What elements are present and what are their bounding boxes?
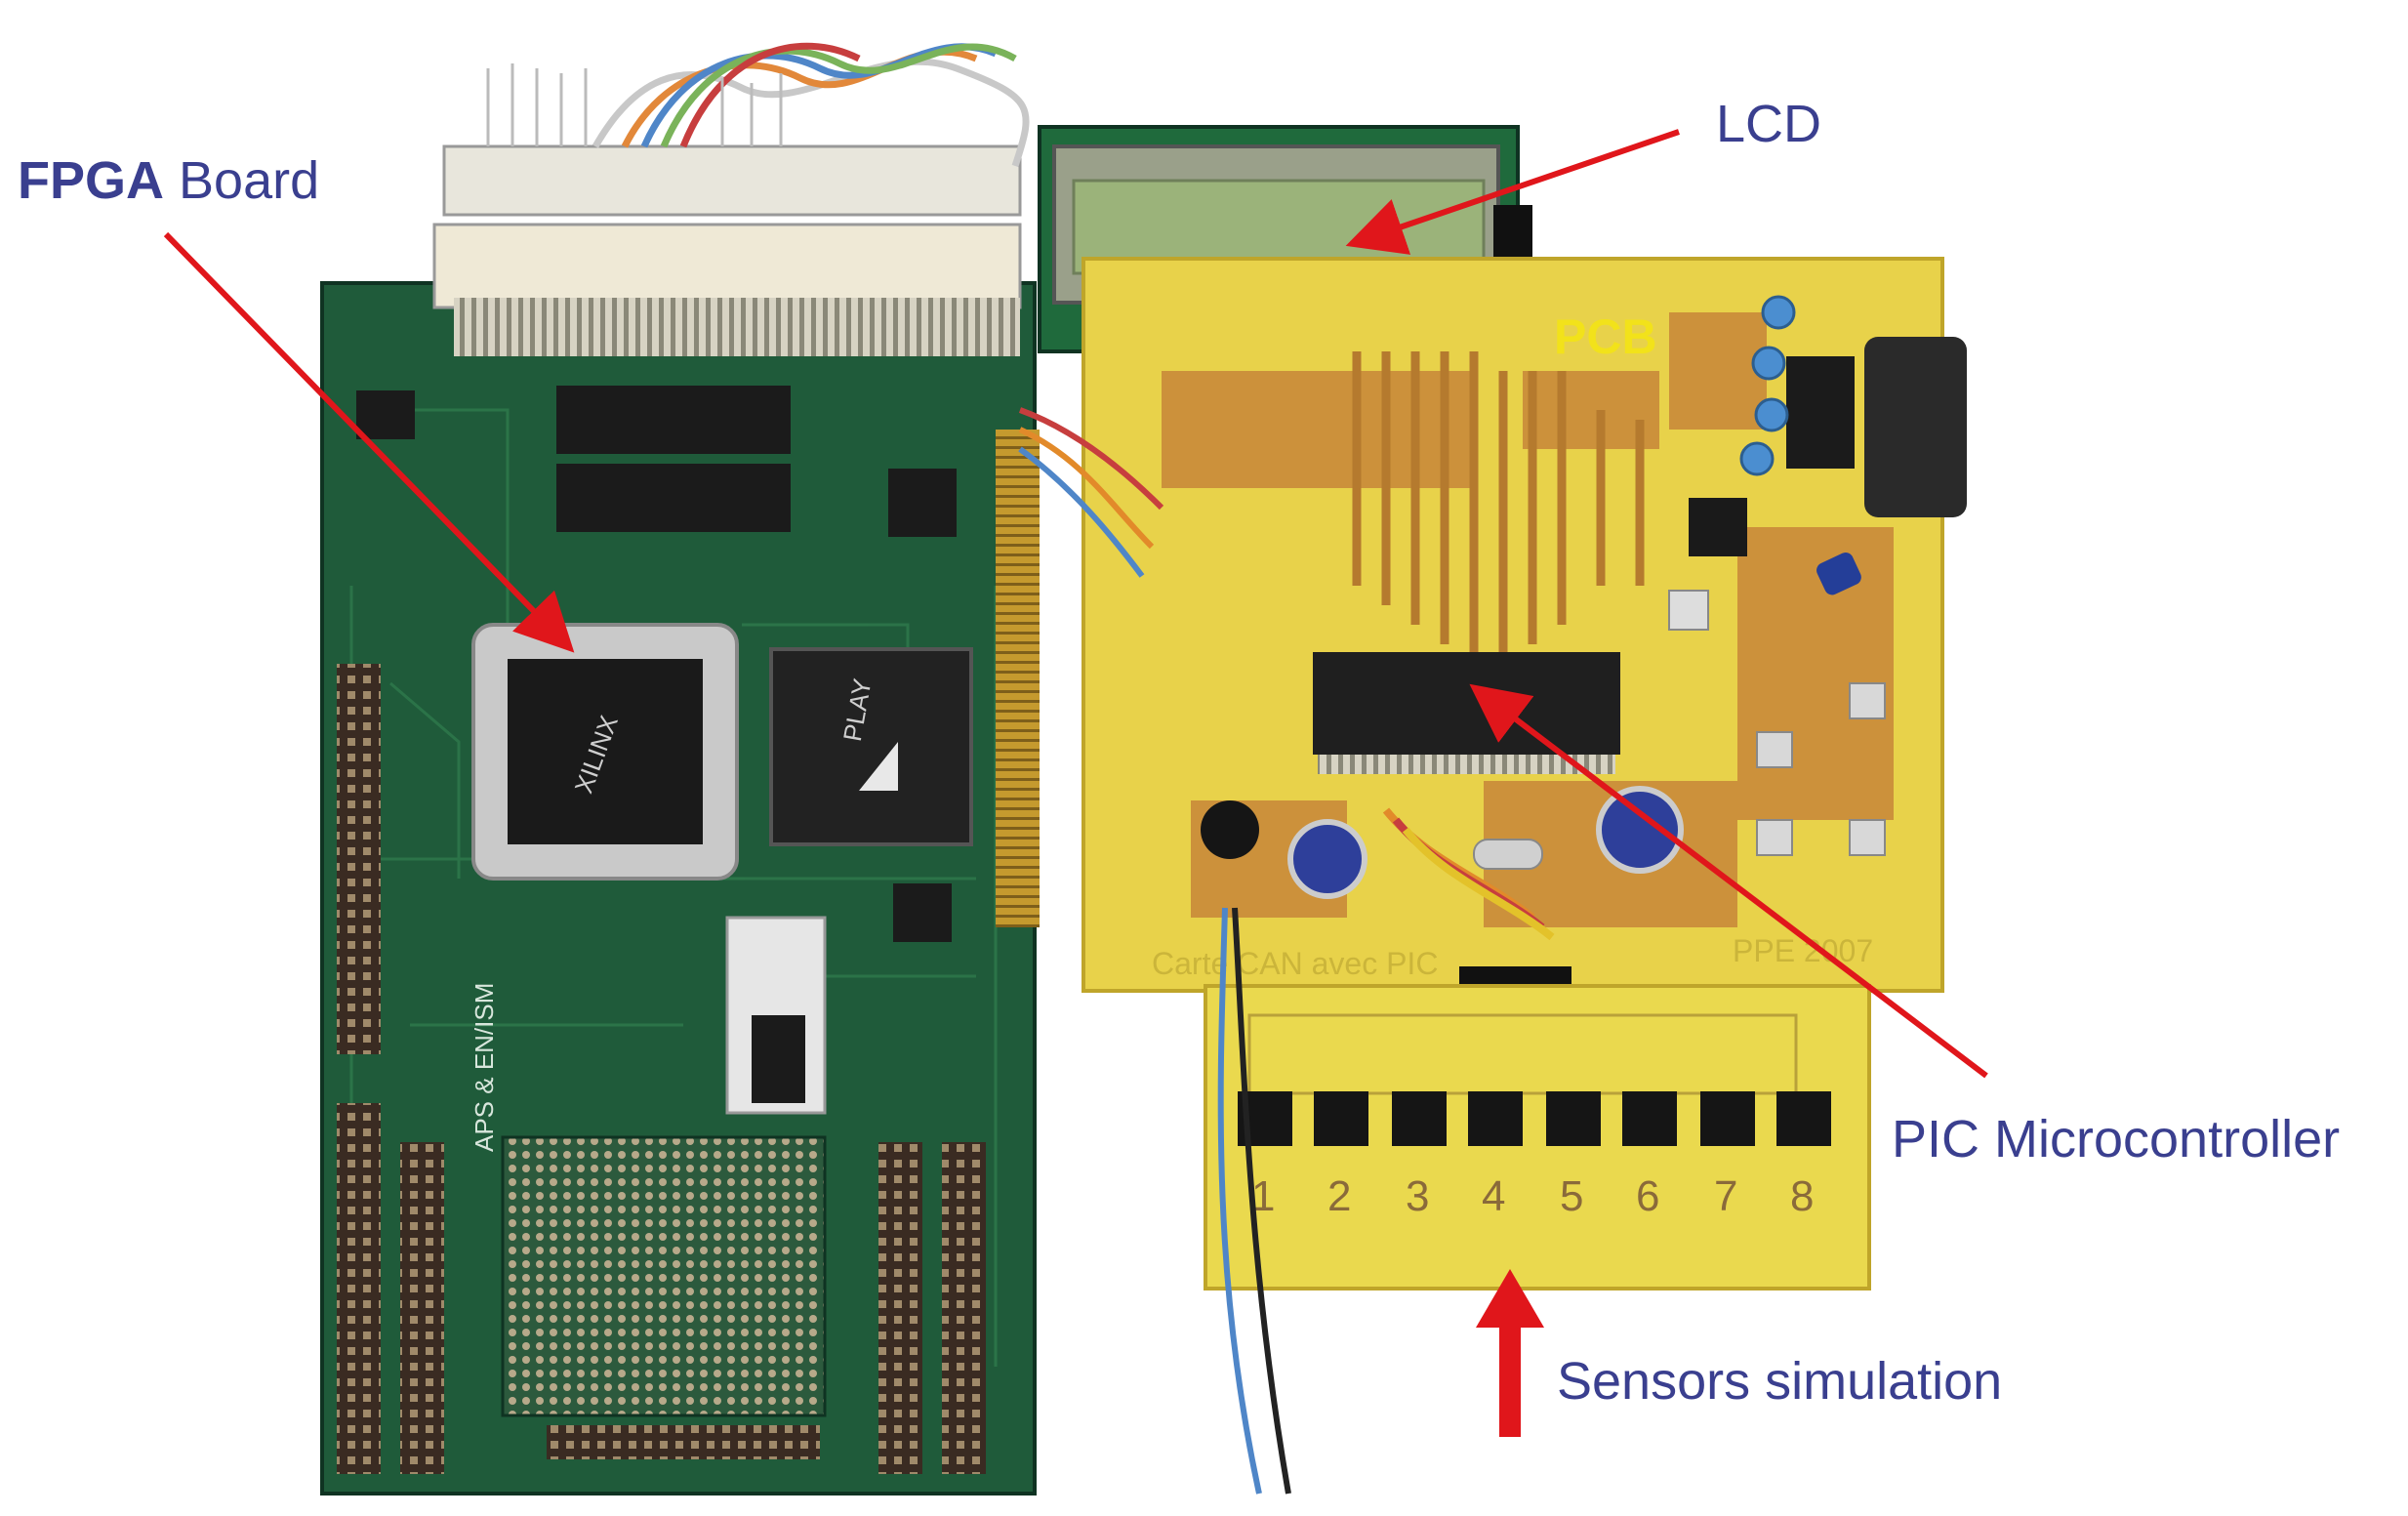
play-chip-package: [769, 647, 973, 846]
fpga-top-connector-1: [442, 144, 1022, 217]
sensor-simulation-board: 1 2 3 4 5 6 7 8: [1204, 907, 1871, 1495]
play-triangle-logo: [859, 742, 898, 791]
small-ic-2: [356, 390, 415, 439]
max232-chip: [1786, 356, 1855, 469]
memory-chip-1: [556, 386, 791, 454]
switch-number-5: 5: [1560, 1172, 1583, 1220]
left-header-3: [400, 1142, 444, 1474]
crystal: [1473, 839, 1543, 870]
play-chip: PLAY: [769, 647, 973, 846]
pic-package: [1313, 652, 1620, 755]
sensor-switch-4: [1468, 1091, 1523, 1146]
black-wire: [1232, 907, 1291, 1495]
fpga-board-label: FPGA Board: [18, 154, 319, 207]
memory-chip-2: [556, 464, 791, 532]
pic-pins-bottom: [1318, 755, 1615, 774]
serial-connector: [1864, 337, 1967, 517]
sensor-switch-7: [1700, 1091, 1755, 1146]
switch-number-4: 4: [1482, 1172, 1505, 1220]
fpga-chip: XILINX: [471, 623, 739, 881]
pcb-ribbon: [1382, 807, 1555, 941]
pcb-pushbuttons: [1756, 682, 1886, 856]
prototyping-area: [501, 1135, 827, 1417]
annotation-arrows: [163, 129, 1988, 1079]
lcd-label: LCD: [1716, 95, 1822, 153]
right-header-2: [942, 1142, 986, 1474]
xilinx-package: [508, 659, 703, 844]
fpga-board: XILINX PLAY APS & EN/ISM: [320, 42, 1040, 1496]
sensors-simulation-label: Sensors simulation: [1557, 1352, 2003, 1411]
pcb-footer-silkscreen: Carte CAN avec PIC: [1152, 946, 1438, 981]
left-header-1: [337, 664, 381, 1054]
sensor-switch-8: [1776, 1091, 1831, 1146]
pic-microcontroller-label: PIC Microcontroller: [1892, 1110, 2341, 1168]
switch-number-3: 3: [1406, 1172, 1429, 1220]
sensor-switch-5: [1546, 1091, 1601, 1146]
pic-microcontroller: [1313, 652, 1620, 774]
right-header-1: [878, 1142, 922, 1474]
fpga-arrow: [163, 231, 575, 653]
switch-number-6: 6: [1636, 1172, 1659, 1220]
ribbon-cable: [592, 42, 1030, 168]
small-ic-1: [888, 469, 957, 537]
sensor-switch-3: [1392, 1091, 1447, 1146]
buzzer: [1201, 800, 1259, 859]
switch-number-7: 7: [1714, 1172, 1737, 1220]
lcd-arrow: [1345, 129, 1680, 255]
electrolytic-cap-1: [1287, 819, 1367, 899]
switch-number-2: 2: [1327, 1172, 1351, 1220]
small-ic-3: [893, 883, 952, 942]
electrolytic-cap-2: [1596, 786, 1684, 874]
fpga-connector-pins: [454, 298, 1020, 356]
eprom-chip: [752, 1015, 805, 1103]
sensors-arrow-head: [1476, 1269, 1544, 1328]
switch-numbers: 1 2 3 4 5 6 7 8: [1251, 1172, 1814, 1220]
voltage-regulator: [1689, 498, 1747, 556]
switch-number-8: 8: [1790, 1172, 1814, 1220]
left-header-2: [337, 1103, 381, 1474]
dip-switches: [1238, 1091, 1831, 1146]
blue-electrolytic-small: [1816, 553, 1861, 595]
fpga-label-rest: Board: [179, 151, 320, 210]
small-button: [1668, 590, 1709, 631]
lcd-side-block: [1493, 205, 1532, 264]
pic-arrow: [1469, 683, 1988, 1079]
sensor-switch-6: [1622, 1091, 1677, 1146]
sensor-switch-2: [1314, 1091, 1368, 1146]
bottom-header: [547, 1425, 820, 1459]
pcb-label: PCB: [1554, 309, 1657, 364]
sensor-board: [1204, 984, 1871, 1291]
copper-lines: [1352, 351, 1645, 664]
blue-capacitors: [1739, 295, 1796, 476]
fpga-label-bold: FPGA: [18, 151, 165, 210]
aps-silkscreen: APS & EN/ISM: [469, 983, 499, 1152]
sensors-arrow-shaft: [1499, 1320, 1521, 1437]
fpga-top-connector-2: [432, 223, 1022, 309]
isa-edge-connector: [996, 430, 1040, 927]
interconnect-wires: [1018, 407, 1164, 578]
main-pcb: Carte CAN avec PIC PPE 2007: [1018, 257, 1967, 1010]
blue-wire: [1217, 907, 1262, 1495]
fpga-top-wire-pins: [486, 63, 783, 146]
sensors-arrow: [1476, 1269, 1544, 1437]
